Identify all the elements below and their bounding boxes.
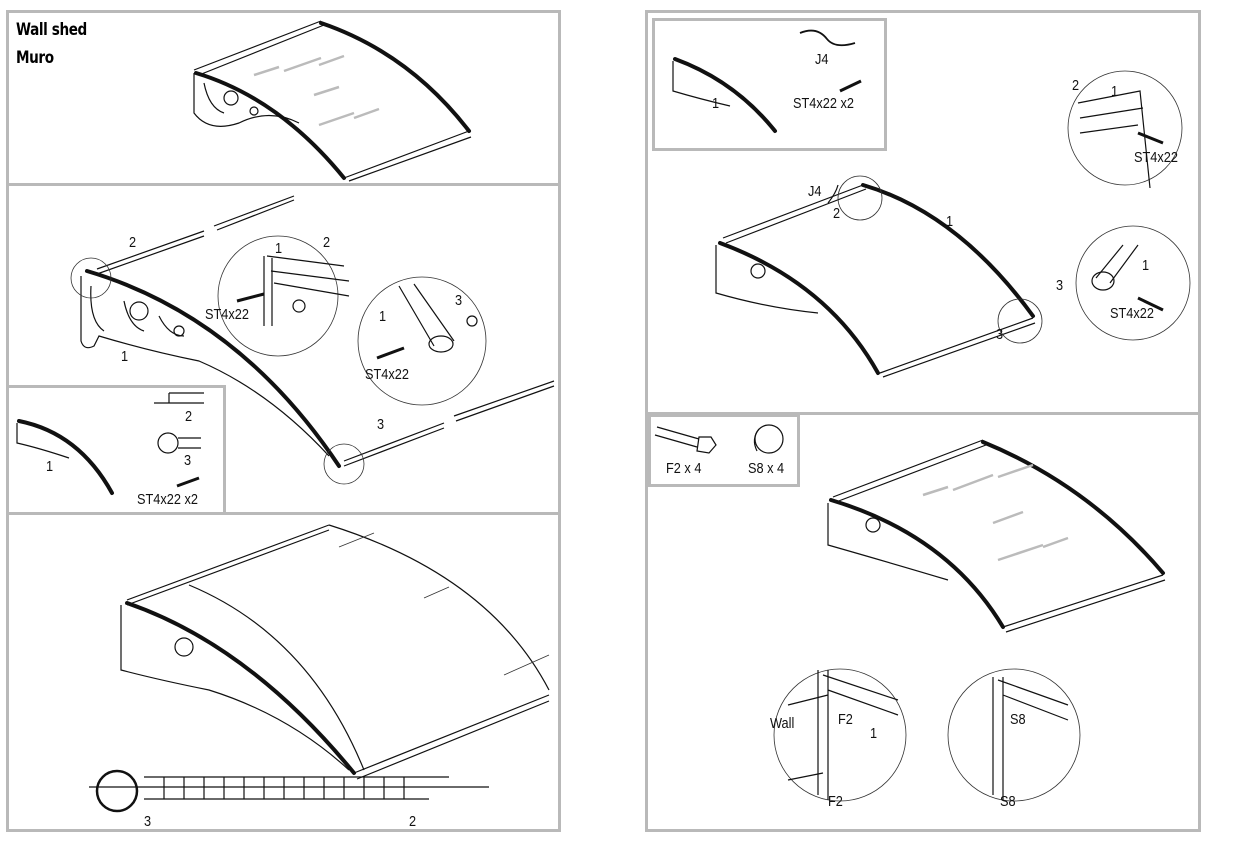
parts2-bracket: 1 <box>712 95 720 112</box>
parts2-screw: ST4x22 x2 <box>793 95 854 112</box>
step5-anchor-bottom: F2 <box>828 793 843 810</box>
detail-top-screw: ST4x22 <box>205 306 249 323</box>
step5-bracket: 1 <box>870 725 878 742</box>
step4-rail-front: 3 <box>996 326 1004 343</box>
parts-inset-2: J4 1 ST4x22 x2 <box>652 18 887 151</box>
parts1-rail-top: 2 <box>185 408 193 425</box>
parts1-bracket: 1 <box>46 458 54 475</box>
detail-top-rail: 2 <box>323 234 331 251</box>
parts1-rail-front: 3 <box>184 452 192 469</box>
rails-drawing <box>70 195 555 485</box>
parts2-seal: J4 <box>815 51 829 68</box>
section-label-right: 2 <box>409 813 417 830</box>
title-line2: Muro <box>16 48 54 68</box>
detail-front-rail-r: 3 <box>1056 277 1064 294</box>
label-rail-top: 2 <box>129 234 137 251</box>
label-rail-front: 3 <box>377 416 385 433</box>
step4-rail-top: 2 <box>833 205 841 222</box>
detail-top-bracket-r: 1 <box>1111 83 1119 100</box>
step4-bracket: 1 <box>946 213 954 230</box>
detail-top-rail-r: 2 <box>1072 77 1080 94</box>
step4-seal: J4 <box>808 183 822 200</box>
detail-front-screw-r: ST4x22 <box>1110 305 1154 322</box>
detail-front-screw: ST4x22 <box>365 366 409 383</box>
parts3-anchor: F2 x 4 <box>666 460 702 477</box>
detail-front-bracket-r: 1 <box>1142 257 1150 274</box>
panel-step-sheet: 3 2 <box>6 512 561 832</box>
parts3-cap: S8 x 4 <box>748 460 785 477</box>
canopy-drawing <box>193 20 472 182</box>
parts-inset-3: F2 x 4 S8 x 4 <box>648 414 800 487</box>
label-bracket: 1 <box>121 348 129 365</box>
anchor-bolt-icon <box>696 436 717 454</box>
parts-drawing-2 <box>672 29 862 133</box>
step5-anchor-top: F2 <box>838 711 853 728</box>
detail-front-bracket: 1 <box>379 308 387 325</box>
detail-front-rail: 3 <box>455 292 463 309</box>
step5-wall: Wall <box>770 715 795 732</box>
mounting-drawing <box>773 439 1166 802</box>
parts-drawing-1 <box>16 392 204 495</box>
step5-cap-top: S8 <box>1010 711 1026 728</box>
assembly-drawing <box>715 70 1191 378</box>
section-label-left: 3 <box>144 813 152 830</box>
panel-overview: Wall shed Muro <box>6 10 561 186</box>
parts-drawing-3 <box>654 424 784 454</box>
detail-top-bracket: 1 <box>275 240 283 257</box>
parts1-screw: ST4x22 x2 <box>137 491 198 508</box>
sheet-drawing <box>89 524 550 813</box>
step5-cap-bottom: S8 <box>1000 793 1016 810</box>
detail-top-screw-r: ST4x22 <box>1134 149 1178 166</box>
parts-inset-1: 1 2 3 ST4x22 x2 <box>6 385 226 515</box>
title-line1: Wall shed <box>16 20 87 40</box>
